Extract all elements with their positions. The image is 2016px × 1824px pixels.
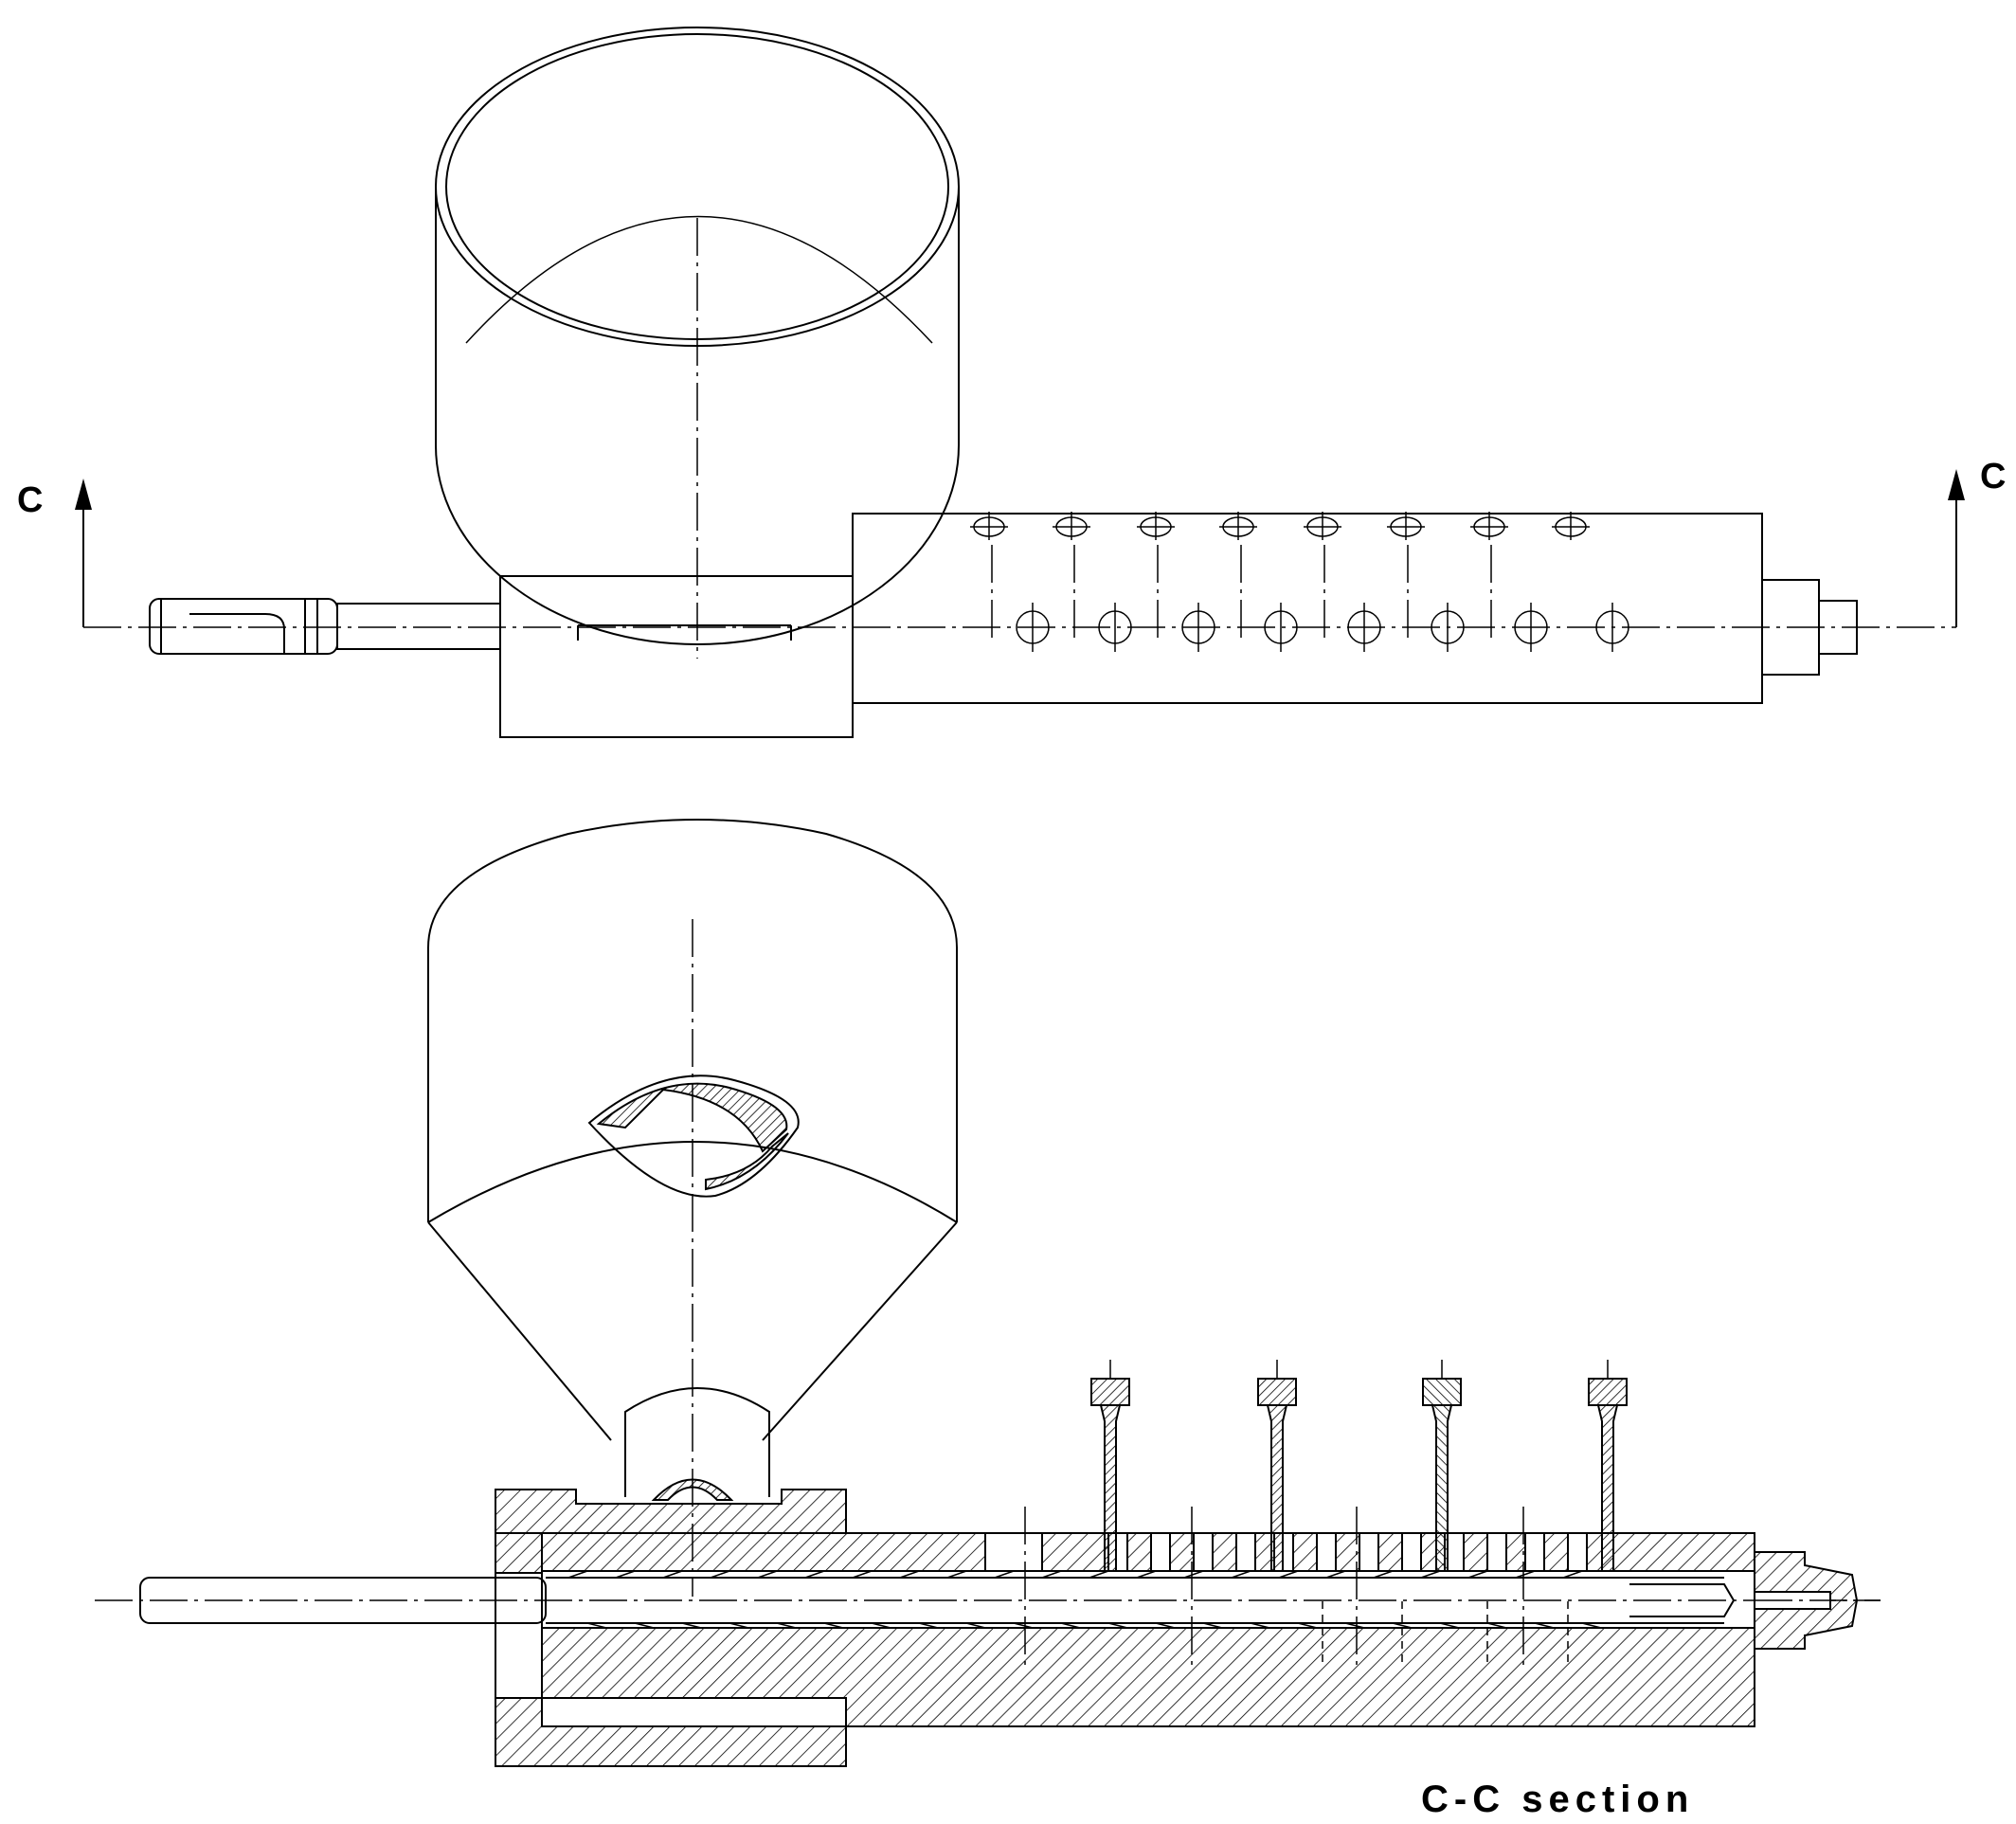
top-view: C C [17, 27, 2006, 738]
hopper-section [427, 819, 958, 1597]
section-caption: C-C section [1421, 1779, 1694, 1820]
arrow-up-icon [75, 479, 92, 510]
sensor-4 [1588, 1360, 1628, 1572]
cut-mark-label-right: C [1980, 457, 2006, 497]
lower-hole-row [1016, 603, 1629, 652]
arrow-up-icon [1948, 469, 1965, 500]
sensor-1 [1090, 1360, 1130, 1572]
port-centerlines [1024, 1507, 1569, 1668]
feed-block [499, 575, 854, 738]
screw-shaft [149, 598, 501, 655]
barrel-lower-wall [541, 1627, 1755, 1727]
hopper-top [435, 27, 960, 659]
screw-section [95, 1570, 1881, 1629]
cut-mark-label-left: C [17, 480, 43, 520]
cut-line [75, 469, 1965, 628]
upper-hole-row [970, 512, 1590, 540]
sensor-2 [1257, 1360, 1297, 1572]
barrel [852, 513, 1763, 704]
section-view: C-C section [95, 819, 1881, 1820]
nozzle-tip [1818, 600, 1858, 655]
sensor-3 [1422, 1360, 1462, 1572]
feed-throat-lower [495, 1697, 847, 1767]
feed-throat-upper [495, 1489, 847, 1574]
hole-centerlines [991, 545, 1492, 644]
